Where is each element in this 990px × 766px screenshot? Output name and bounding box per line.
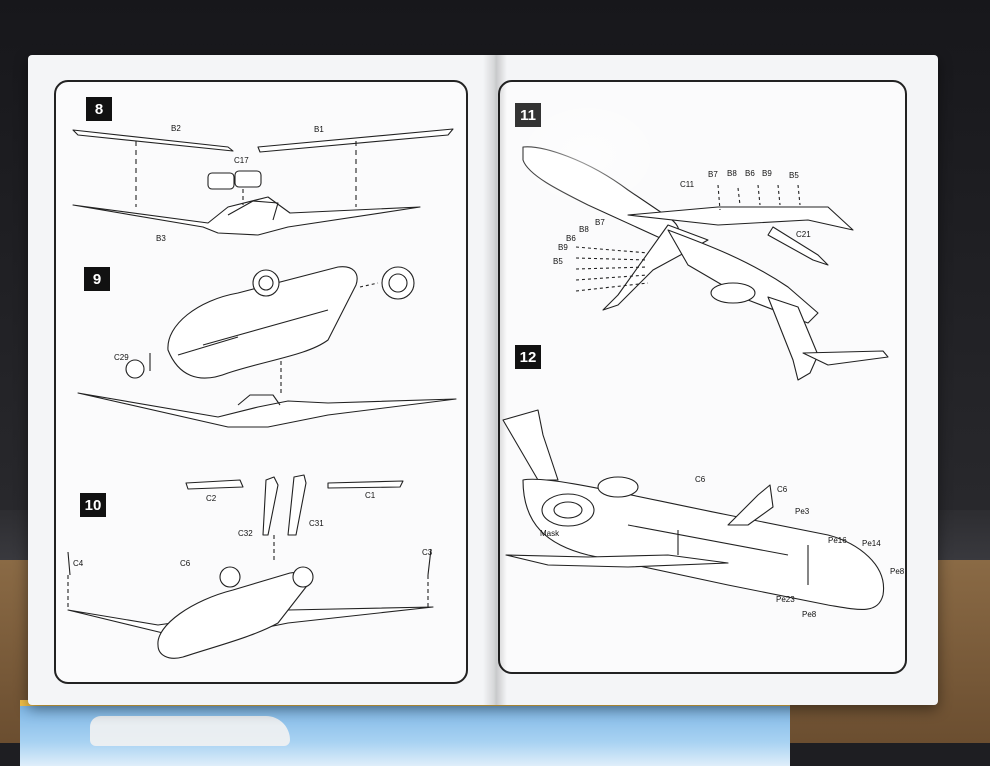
part-label: B8 <box>727 169 737 178</box>
part-label: C6 <box>777 485 788 494</box>
step10-drawing <box>67 474 434 659</box>
part-label: C4 <box>73 559 84 568</box>
part-label: B7 <box>708 170 718 179</box>
part-label: B8 <box>579 225 589 234</box>
box-art-airplane <box>90 716 290 746</box>
instruction-booklet: 8 9 10 11 12 B2 B1 C17 B3 C29 C2 C1 C32 … <box>28 55 938 705</box>
part-label: B9 <box>558 243 568 252</box>
step8-drawing <box>72 128 454 236</box>
part-label: B5 <box>789 171 799 180</box>
step-number-badge: 12 <box>515 345 541 369</box>
part-label: Pe16 <box>828 536 847 545</box>
part-label: C6 <box>180 559 191 568</box>
part-label: Pe14 <box>862 539 881 548</box>
part-label: Pe23 <box>776 595 795 604</box>
part-label: C1 <box>365 491 376 500</box>
part-label: C11 <box>680 180 695 189</box>
part-label: B6 <box>566 234 576 243</box>
step-number-badge: 10 <box>80 493 106 517</box>
part-label: Pe8 <box>802 610 817 619</box>
step-number-badge: 11 <box>515 103 541 127</box>
part-label: B3 <box>156 234 166 243</box>
part-label: C31 <box>309 519 324 528</box>
step-number-badge: 8 <box>86 97 112 121</box>
part-label: C17 <box>234 156 249 165</box>
part-label: C32 <box>238 529 253 538</box>
part-label: B6 <box>745 169 755 178</box>
part-label: C2 <box>206 494 217 503</box>
part-label: C6 <box>695 475 706 484</box>
step9-drawing <box>77 266 457 428</box>
part-label: C3 <box>422 548 433 557</box>
step12-drawing <box>502 409 885 611</box>
part-label: C21 <box>796 230 811 239</box>
part-label: Mask <box>540 529 560 538</box>
part-label: B2 <box>171 124 181 133</box>
part-label: B1 <box>314 125 324 134</box>
part-label: Pe3 <box>795 507 810 516</box>
part-label: Pe8 <box>890 567 905 576</box>
part-label: B5 <box>553 257 563 266</box>
part-label: C29 <box>114 353 129 362</box>
step-number-badge: 9 <box>84 267 110 291</box>
assembly-drawings <box>67 128 889 659</box>
booklet-spine <box>483 55 507 705</box>
part-label: B7 <box>595 218 605 227</box>
part-label: B9 <box>762 169 772 178</box>
